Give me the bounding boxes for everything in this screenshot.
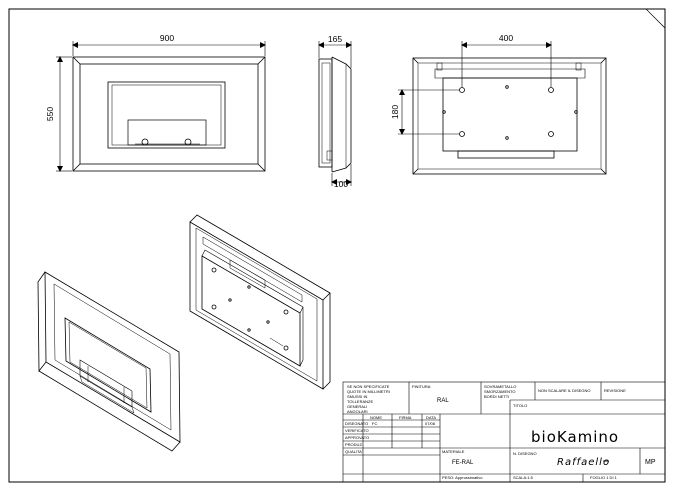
scale-note: NON SCALARE IL DISEGNO (538, 388, 591, 393)
model-name: Raffaello (557, 457, 610, 468)
row-date-drawn: 07/08 (425, 421, 436, 426)
treatment-line-2: SMORZAMENTO (484, 389, 515, 394)
weight-label: PESO: Approssimativo (442, 475, 483, 480)
sheet-border (8, 8, 666, 483)
isometric-front-view (37, 271, 181, 452)
brand-name: bioKamino (531, 428, 619, 446)
dim-side-bottom: 100 (334, 179, 348, 189)
tolerance-note-3: SMUSSI IN (347, 394, 368, 399)
dim-back-height: 180 (390, 105, 400, 119)
row-label-verified: VERIFICATO (345, 428, 369, 433)
tolerance-note-6: ANGOLARI (347, 409, 368, 414)
row-name-drawn: FC (372, 421, 377, 426)
tolerance-note-1: SE NON SPECIFICATE (347, 384, 390, 389)
header-name: NOME (370, 415, 382, 420)
back-dimensions (398, 41, 552, 135)
dim-front-width: 900 (160, 33, 174, 43)
back-view (412, 57, 607, 175)
drawing-code-label: N. DISEGNO (513, 451, 537, 456)
row-label-quality: QUALITA' (345, 449, 363, 454)
header-date: DATA (426, 415, 436, 420)
side-dimensions (318, 41, 352, 186)
material-value: FE-RAL (452, 460, 474, 466)
model-suffix: MP (645, 459, 656, 466)
treatment-line-1: SOVRAMETALLO (484, 384, 516, 389)
finish-value: RAL (437, 398, 449, 404)
tolerance-note-2: QUOTE IN MILLIMETRI (347, 389, 390, 394)
finish-header: FINITURA (412, 384, 431, 389)
tolerance-note-4: TOLLERANZE (347, 399, 373, 404)
revision-label: REVISIONE (604, 388, 626, 393)
header-sign: FIRMA (399, 415, 412, 420)
row-label-production: PRODUZ. (345, 442, 363, 447)
title-block (342, 381, 666, 483)
treatment-line-3: BORDI NETTI (484, 394, 509, 399)
row-label-approved: APPROVATO (345, 435, 369, 440)
front-dimensions (56, 41, 266, 172)
front-view (72, 56, 266, 172)
material-label: MATERIALE (442, 449, 465, 454)
title-label: TITOLO (513, 403, 527, 408)
sheet-label: FOGLIO 1 DI 1 (590, 475, 618, 480)
scale-label: SCALA:1:5 (513, 475, 534, 480)
isometric-back-view (189, 214, 331, 390)
row-label-drawn: DISEGNATO (345, 421, 368, 426)
side-view (318, 56, 352, 173)
dim-back-width: 400 (499, 33, 513, 43)
tolerance-note-5: GENERALI (347, 404, 367, 409)
dim-side-depth: 165 (328, 34, 342, 44)
dim-front-height: 550 (45, 107, 55, 121)
